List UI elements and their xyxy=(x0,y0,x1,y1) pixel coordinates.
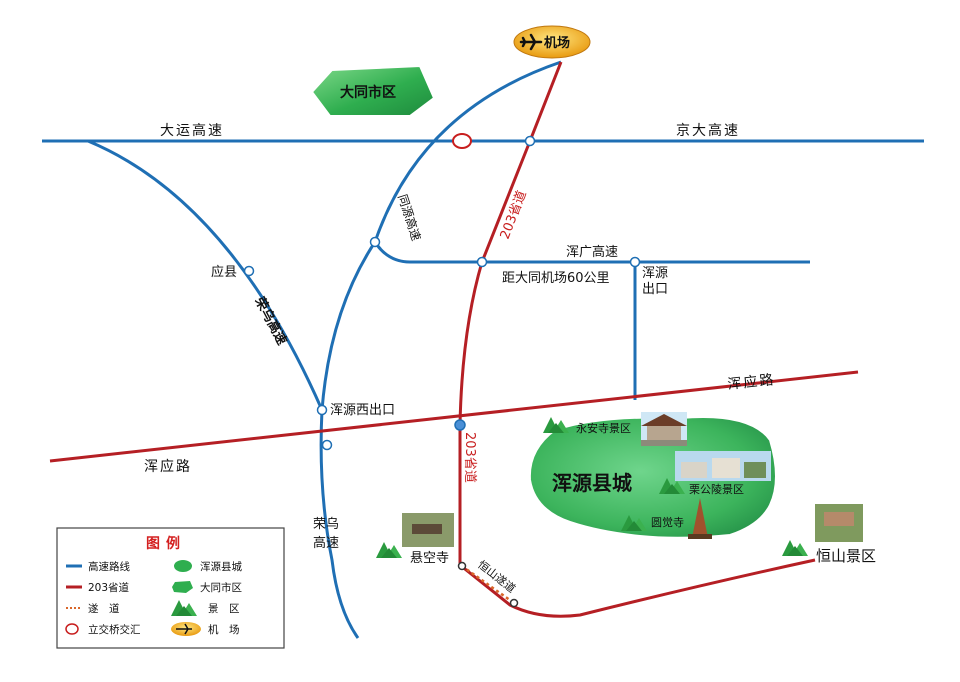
xuankongsi-label: 悬空寺 xyxy=(410,551,449,566)
hunyuan-town-area: 浑源县城 永安寺景区 栗公陵景区 圆觉寺 xyxy=(528,412,777,539)
hengshan-label: 恒山景区 xyxy=(816,547,876,565)
hengshan-scenic: 恒山景区 xyxy=(782,504,876,565)
hunyuan-exit-label-line1: 浑源 xyxy=(642,266,668,281)
tunnel-north-portal xyxy=(457,561,467,571)
jingda-label: 京大高速 xyxy=(676,122,740,139)
yingxian-label: 应县 xyxy=(211,264,237,280)
hunguang-label: 浑广高速 xyxy=(566,244,618,260)
airport-label: 机场 xyxy=(544,35,570,51)
junction-rongwu-hunying xyxy=(321,439,333,451)
tongyuan-expressway xyxy=(319,60,562,639)
road203-south-label: 203省道 xyxy=(462,432,477,483)
yongansi-temple-photo xyxy=(641,412,687,446)
hunying-east-label: 浑应路 xyxy=(727,371,777,393)
yongansi-label: 永安寺景区 xyxy=(576,421,631,435)
hunying-west-label: 浑应路 xyxy=(144,458,192,475)
airplane-icon xyxy=(519,33,543,51)
junction-hunyuan-west-exit xyxy=(316,404,328,416)
junction-203-hunguang xyxy=(476,256,488,268)
junction-hunyuan-exit xyxy=(629,256,641,268)
junction-203-jingda xyxy=(524,135,536,147)
legend-city-swatch xyxy=(172,581,193,593)
tunnel-south-portal xyxy=(509,598,519,608)
hunyuan-town-label: 浑源县城 xyxy=(552,471,632,495)
legend-item-5: 景 区 xyxy=(208,603,240,615)
legend-item-3: 大同市区 xyxy=(200,581,242,594)
hunying-road xyxy=(49,370,859,463)
hengshan-tunnel xyxy=(461,564,515,605)
legend-interchange-icon xyxy=(65,623,79,635)
xuankongsi-scenic: 悬空寺 xyxy=(376,513,454,566)
provincial-road-203 xyxy=(458,61,816,618)
interchange-ring xyxy=(452,133,472,149)
legend-item-7: 机 场 xyxy=(208,623,240,636)
rongwu-south-label-2: 高速 xyxy=(313,535,339,551)
road203-north-label: 203省道 xyxy=(498,189,530,242)
hunyuan-exit-label-line2: 出口 xyxy=(642,282,668,297)
legend-title: 图例 xyxy=(146,535,186,552)
junction-yingxian xyxy=(243,265,255,277)
datong-city-label: 大同市区 xyxy=(340,84,396,101)
datong-city-area: 大同市区 xyxy=(310,64,436,117)
rongwu-west-label: 荣乌高速 xyxy=(251,293,290,347)
junction-203-hunying xyxy=(454,419,466,431)
legend-airplane-icon xyxy=(176,623,192,635)
junction-tongyuan xyxy=(369,236,381,248)
legend: 图例 高速路线 浑源县城 203省道 大同市区 遂 道 景 区 立交桥交汇 机 … xyxy=(56,527,285,649)
legend-town-swatch xyxy=(174,560,192,572)
airport-marker: 机场 xyxy=(513,25,591,59)
legend-item-2: 203省道 xyxy=(88,581,130,594)
legend-item-1: 浑源县城 xyxy=(200,560,242,573)
ligongling-photo xyxy=(675,451,771,481)
dayun-label: 大运高速 xyxy=(160,122,224,139)
legend-item-6: 立交桥交汇 xyxy=(88,623,141,636)
hunyuan-west-exit-label: 浑源西出口 xyxy=(330,403,395,418)
ligongling-label: 栗公陵景区 xyxy=(689,483,744,496)
distance-note: 距大同机场60公里 xyxy=(502,271,610,286)
legend-item-4: 遂 道 xyxy=(88,602,120,615)
legend-item-0: 高速路线 xyxy=(88,560,130,573)
tongyuan-label: 同源高速 xyxy=(395,192,424,242)
rongwu-south-label-1: 荣乌 xyxy=(313,516,339,532)
yuanjuesi-pagoda-photo xyxy=(688,498,712,539)
rongwu-expressway-west-branch xyxy=(87,139,324,411)
yuanjuesi-label: 圆觉寺 xyxy=(651,516,684,529)
